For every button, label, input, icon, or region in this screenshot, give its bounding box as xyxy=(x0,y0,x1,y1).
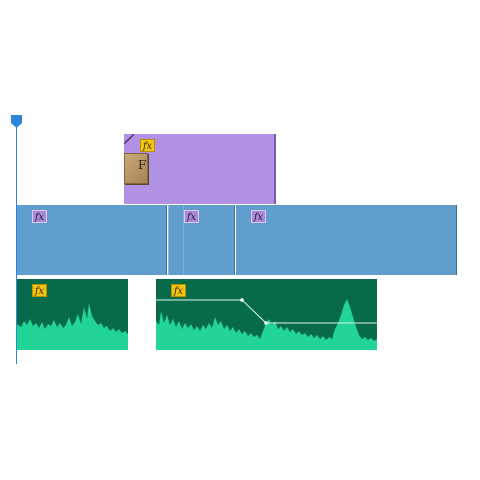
fx-icon[interactable]: fx xyxy=(171,284,186,297)
thumbnail-label: F xyxy=(138,158,147,172)
audio-waveform xyxy=(156,298,377,350)
playhead-marker-icon[interactable] xyxy=(11,115,22,128)
fx-icon[interactable]: fx xyxy=(32,210,47,223)
fx-icon[interactable]: fx xyxy=(140,139,155,152)
playhead-line[interactable] xyxy=(16,126,17,364)
audio-waveform xyxy=(17,303,128,350)
keyframe-point xyxy=(264,321,268,325)
audio-clip-2[interactable] xyxy=(156,279,377,350)
title-clip-thumbnail: F xyxy=(124,153,148,184)
keyframe-point xyxy=(240,298,244,302)
video-clip-2[interactable] xyxy=(168,205,235,275)
video-clip-3[interactable] xyxy=(236,205,457,275)
fx-icon[interactable]: fx xyxy=(184,210,199,223)
volume-keyframe-line xyxy=(156,299,377,324)
clip-split-divider xyxy=(183,205,184,275)
clip-corner-icon xyxy=(124,134,134,144)
fx-icon[interactable]: fx xyxy=(32,284,47,297)
fx-icon[interactable]: fx xyxy=(251,210,266,223)
